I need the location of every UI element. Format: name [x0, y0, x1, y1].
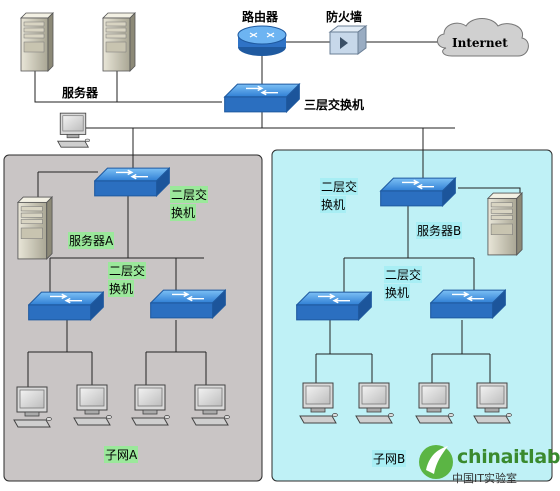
pc-icon	[473, 382, 512, 424]
pc-icon	[13, 386, 52, 428]
servers-label: 服务器	[62, 86, 99, 100]
l2-switch-a-mid-label-line1: 二层交	[108, 262, 147, 279]
chinaitlab-logo-icon	[419, 445, 453, 479]
pc-icon	[191, 384, 230, 426]
l3-switch-icon	[223, 83, 301, 113]
l2-switch-b-left-icon	[296, 291, 372, 321]
server-b-label: 服务器B	[416, 222, 463, 239]
internet-label: Internet	[452, 36, 508, 50]
l2-switch-b-right-icon	[430, 289, 506, 319]
l2-switch-a-top-label-line1: 二层交	[170, 186, 209, 203]
l2-switch-b-mid-label-line2: 换机	[384, 284, 411, 301]
pc-icon	[131, 384, 170, 426]
l2-switch-a-top-label-line2: 换机	[170, 204, 197, 221]
l2-switch-a-right-icon	[150, 289, 226, 319]
l2-switch-a-left-icon	[28, 291, 104, 321]
pc-icon	[415, 382, 454, 424]
pc-icon	[355, 382, 394, 424]
l2-switch-b-mid-label-line1: 二层交	[384, 266, 423, 283]
server-icon	[20, 12, 54, 72]
l2-switch-a-top-icon	[94, 167, 170, 197]
server-b-icon	[487, 192, 523, 256]
subnet-b-label: 子网B	[372, 450, 407, 467]
router-label: 路由器	[242, 10, 279, 24]
pc-icon	[57, 112, 90, 148]
l2-switch-b-top-label-line2: 换机	[320, 196, 347, 213]
l3-switch-label: 三层交换机	[304, 98, 365, 112]
server-a-icon	[17, 196, 53, 260]
subnet-a-label: 子网A	[104, 446, 139, 463]
l2-switch-a-mid-label-line2: 换机	[108, 280, 135, 297]
firewall-label: 防火墙	[326, 10, 363, 24]
l2-switch-b-top-label-line1: 二层交	[320, 178, 359, 195]
router-icon	[237, 25, 287, 56]
pc-icon	[299, 382, 338, 424]
server-icon	[102, 12, 136, 72]
watermark-subtitle: 中国IT实验室	[452, 472, 517, 485]
firewall-icon	[328, 25, 368, 55]
watermark-brand: chinaitlab	[457, 446, 560, 468]
internet-cloud-icon	[437, 18, 529, 57]
l2-switch-b-top-icon	[379, 177, 457, 207]
pc-icon	[73, 384, 112, 426]
server-a-label: 服务器A	[68, 232, 115, 249]
